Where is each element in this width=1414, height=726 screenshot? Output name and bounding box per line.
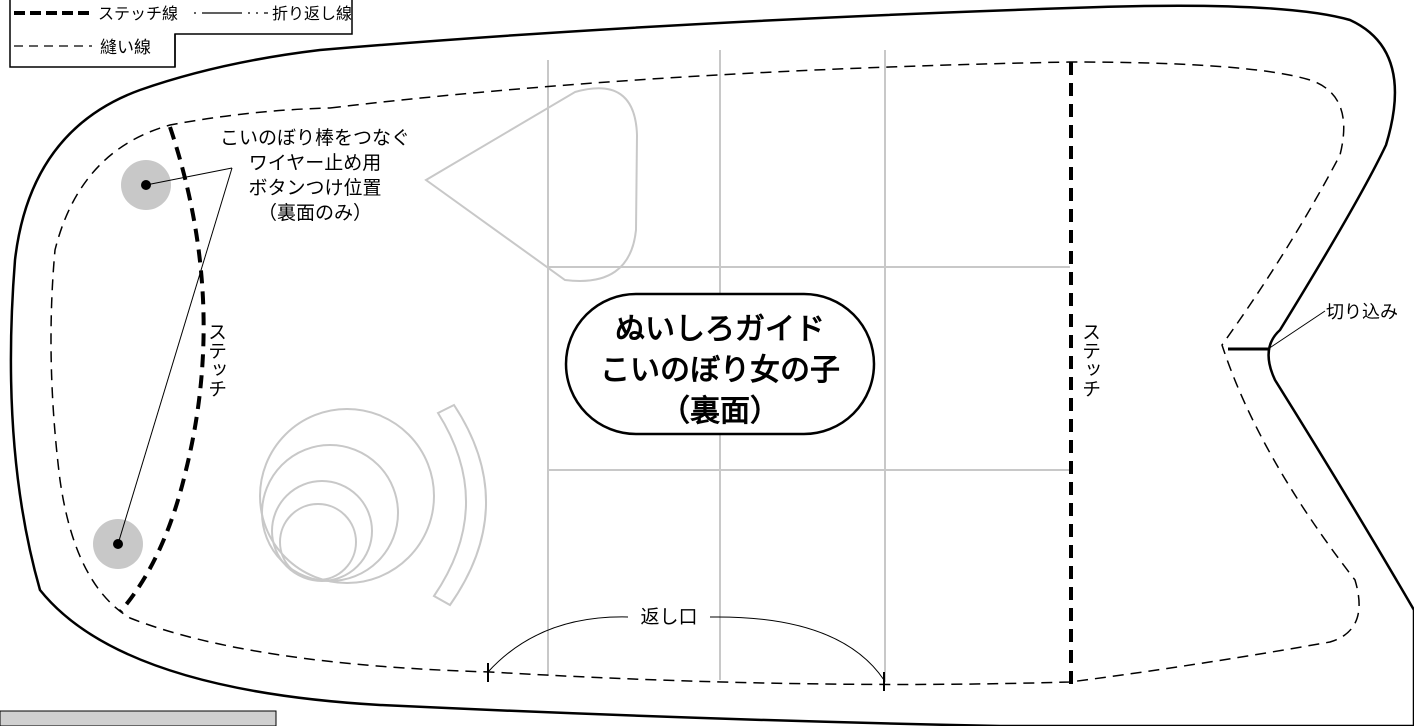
legend-stitch-label: ステッチ線 (98, 4, 178, 23)
opening-label: 返し口 (640, 606, 697, 628)
title-line: こいのぼり女の子 (600, 353, 840, 388)
button-positions (93, 160, 233, 569)
eye-arc (432, 403, 487, 607)
notch-label: 切り込み (1326, 302, 1398, 323)
title-line: （裏面） (660, 394, 780, 429)
leader-line (117, 167, 233, 545)
sewing-line (50, 61, 1360, 686)
legend-fold-label: 折り返し線 (272, 4, 352, 23)
button-annotation: こいのぼり棒をつなぐ ワイヤー止め用 ボタンつけ位置 （裏面のみ） (220, 127, 410, 224)
eye-guide (259, 403, 487, 607)
leader-line (145, 167, 233, 186)
notch-leader (1267, 310, 1326, 350)
title-frame (564, 292, 876, 436)
annotation-line: ワイヤー止め用 (249, 152, 381, 174)
legend: ステッチ線 折り返し線 縫い線 (9, 0, 353, 68)
opening-leader-left (487, 616, 629, 673)
fin-shape (424, 87, 639, 282)
title-block: ぬいしろガイド こいのぼり女の子 （裏面） (564, 292, 876, 436)
annotation-line: （裏面のみ） (258, 202, 372, 224)
stitch-label-left: ステッチ (205, 322, 227, 398)
footer-bar (0, 710, 277, 726)
legend-sewing-label: 縫い線 (100, 38, 151, 58)
title-line: ぬいしろガイド (615, 312, 825, 347)
eye-circle-core (279, 503, 357, 581)
eye-circle-outer (259, 408, 435, 584)
stitch-label-right: ステッチ (1079, 322, 1101, 398)
guide-grid (547, 50, 1070, 682)
notch-marker: 切り込み (1228, 302, 1398, 351)
opening-leader-right (709, 616, 885, 681)
annotation-line: こいのぼり棒をつなぐ (220, 127, 410, 149)
eye-circle-inner (271, 480, 373, 582)
opening-marker: 返し口 (487, 606, 885, 691)
stitch-line-left (118, 126, 206, 614)
cut-outline (9, 4, 1414, 726)
annotation-line: ボタンつけ位置 (248, 177, 381, 199)
